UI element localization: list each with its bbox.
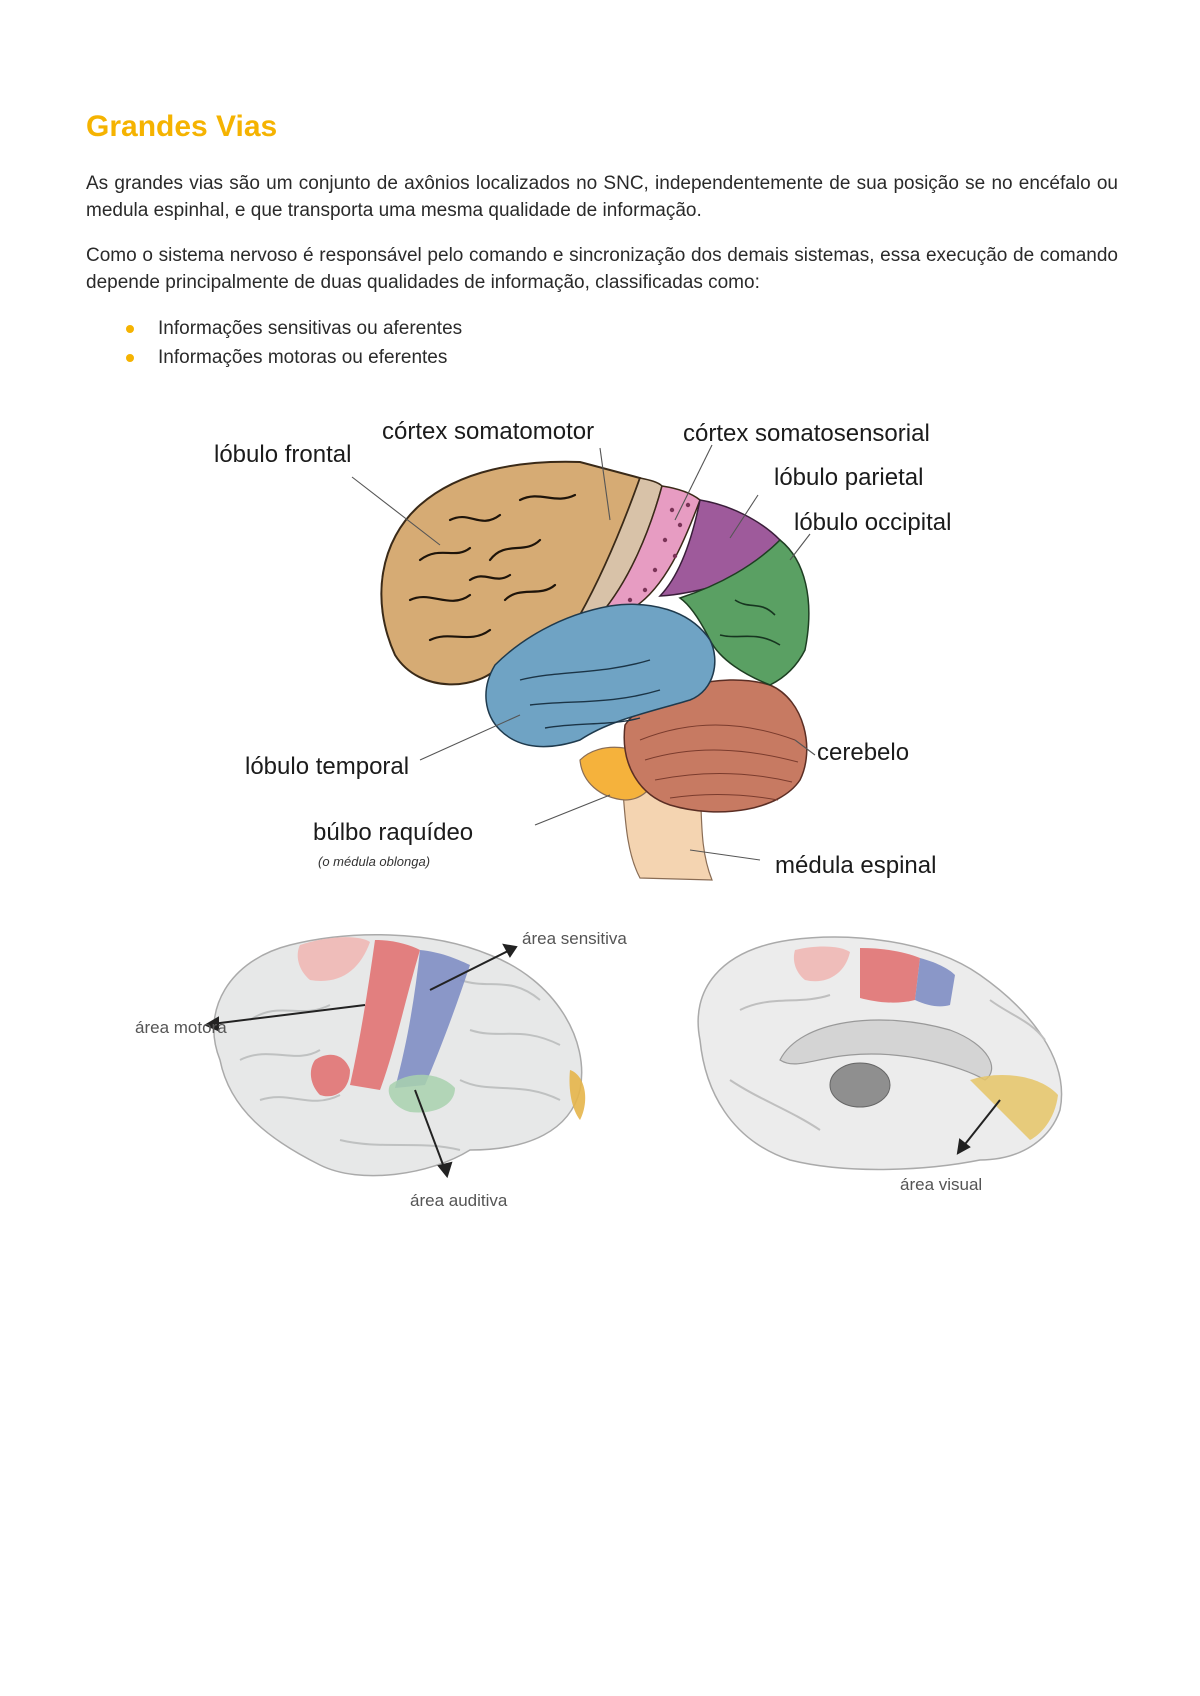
label-area-sensitiva: área sensitiva — [522, 929, 627, 948]
auditory-area — [388, 1074, 455, 1113]
motor-strip — [350, 940, 420, 1090]
label-lobulo-temporal: lóbulo temporal — [245, 753, 409, 780]
label-medula-oblonga: (o médula oblonga) — [318, 854, 430, 869]
somatosensorial-region — [598, 485, 701, 617]
visual-area — [970, 1075, 1058, 1140]
label-lobulo-occipital: lóbulo occipital — [794, 509, 951, 536]
thalamus — [829, 1062, 891, 1108]
label-cortex-somatosensorial: córtex somatosensorial — [683, 420, 930, 447]
list-item: Informações motoras ou eferentes — [122, 343, 462, 372]
temporal-region — [485, 603, 716, 748]
label-cortex-somatomotor: córtex somatomotor — [382, 418, 594, 445]
label-lobulo-parietal: lóbulo parietal — [774, 464, 923, 491]
medial-sensory-area — [915, 958, 955, 1007]
broca-area — [310, 1054, 350, 1097]
list-item: Informações sensitivas ou aferentes — [122, 314, 462, 343]
medial-pink-area — [793, 946, 850, 982]
bullet-text: Informações motoras ou eferentes — [158, 347, 448, 368]
label-area-auditiva: área auditiva — [410, 1191, 508, 1210]
lateral-brain-outline — [213, 934, 583, 1177]
label-area-visual: área visual — [900, 1175, 982, 1194]
bullet-icon — [126, 354, 134, 362]
bullet-list: Informações sensitivas ou aferentes Info… — [122, 314, 462, 372]
visual-pole-lateral — [569, 1070, 586, 1120]
bullet-icon — [126, 325, 134, 333]
frontal-pink-area — [297, 937, 370, 981]
cerebelo-region — [623, 679, 808, 813]
label-area-motora: área motora — [135, 1018, 227, 1037]
medial-motor-area — [860, 948, 920, 1003]
medial-functional-diagram: área visual — [697, 936, 1063, 1194]
brain-lobes-diagram: lóbulo frontal córtex somatomotor córtex… — [214, 418, 951, 881]
label-bulbo-raquideo: búlbo raquídeo — [313, 819, 473, 846]
bullet-text: Informações sensitivas ou aferentes — [158, 318, 463, 339]
label-medula-espinal: médula espinal — [775, 852, 936, 879]
page-title: Grandes Vias — [86, 110, 278, 143]
paragraph-definition: As grandes vias são um conjunto de axôni… — [86, 173, 1118, 221]
paragraph-command: Como o sistema nervoso é responsável pel… — [86, 245, 1118, 293]
label-lobulo-frontal: lóbulo frontal — [214, 441, 351, 468]
occipital-region — [678, 538, 810, 686]
label-cerebelo: cerebelo — [817, 739, 909, 766]
sensory-strip — [395, 950, 470, 1088]
lateral-functional-diagram: área motora área sensitiva área auditiva — [135, 929, 627, 1210]
